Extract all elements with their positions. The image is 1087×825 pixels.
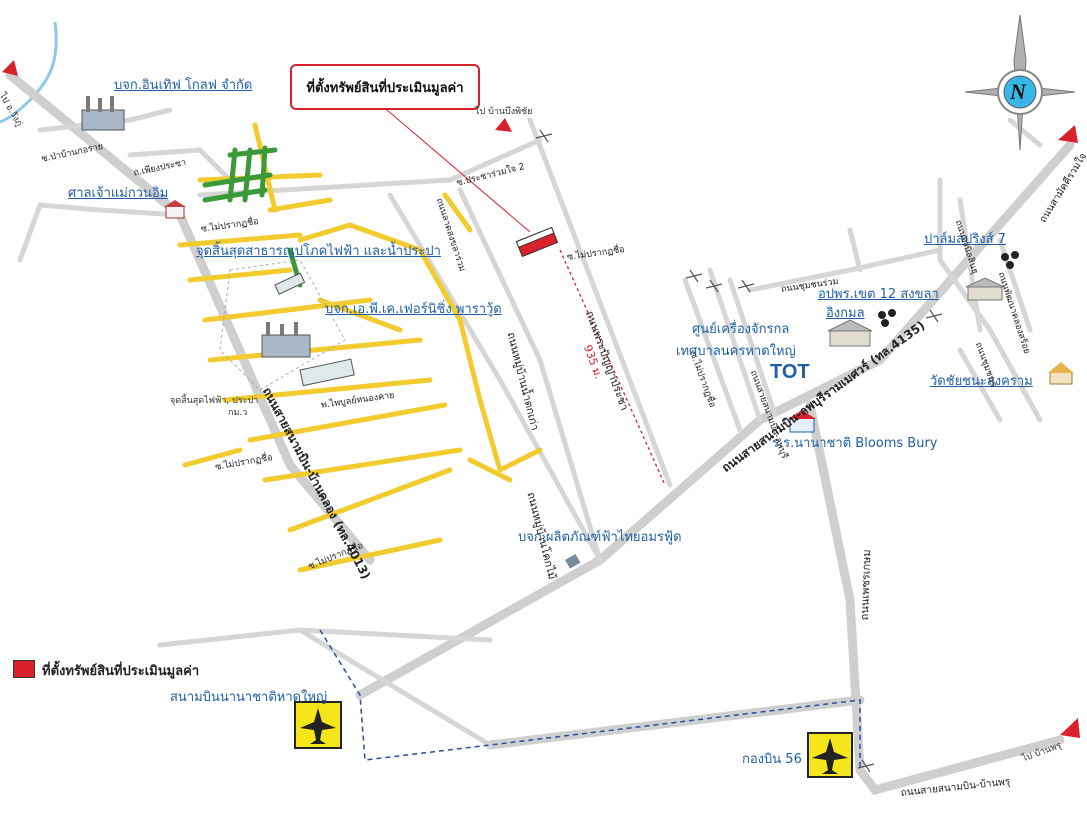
school-icon <box>788 410 816 433</box>
site-marker <box>515 226 559 258</box>
palm-building-icon <box>965 277 1005 301</box>
warehouse-icon <box>274 272 355 387</box>
shrine-icon <box>164 200 186 219</box>
compass-rose <box>964 14 1076 151</box>
site-callout-label: ที่ตั้งทรัพย์สินที่ประเมินมูลค่า <box>306 80 464 96</box>
legend-site-label: ที่ตั้งทรัพย์สินที่ประเมินมูลค่า <box>42 664 200 679</box>
people-icon-ingmon <box>878 309 896 327</box>
label-palm: ปาล์มสปริงส์ 7 <box>924 232 1006 247</box>
factory-icon-intuff <box>81 96 125 131</box>
label-road-kanchanawanit: ถนนเพชรเกษม <box>857 549 874 621</box>
label-food: บจก.ผลิตภัณฑ์ฟ้าไทยอมรฟู้ด <box>518 530 682 545</box>
label-wing56: กองบิน 56 <box>742 752 802 767</box>
label-school: ร.ร.นานาชาติ Blooms Bury <box>772 436 938 451</box>
label-km: กม.ว <box>228 408 248 418</box>
factory-zone <box>219 259 346 391</box>
label-utility-end: จุดสิ้นสุดไฟฟ้า, ประปา <box>170 396 259 406</box>
callout-pointer <box>379 103 531 233</box>
compass-north-letter: N <box>1010 79 1026 104</box>
airport-boundary <box>319 629 861 770</box>
label-ingmon: อิงกมล <box>826 306 865 321</box>
site-callout: ที่ตั้งทรัพย์สินที่ประเมินมูลค่า <box>290 64 480 110</box>
label-machinery-2: เทศบาลนครหาดใหญ่ <box>676 344 796 359</box>
legend-site-swatch <box>13 660 35 678</box>
label-machinery-1: ศูนย์เครื่องจักรกล <box>692 322 790 337</box>
label-intuff: บจก.อินเทิฟ โกลฟ จำกัด <box>114 78 253 93</box>
site-boundary-line <box>559 249 666 486</box>
egat-building-icon <box>827 319 873 347</box>
label-road-to-ban-bueng: ไป บ้านบึงพิชัย <box>475 107 533 117</box>
people-icon-palm <box>1001 251 1019 269</box>
green-roads <box>202 145 303 288</box>
junction-marks <box>535 129 943 773</box>
label-egat: อปพร.เขต 12 สงขลา <box>818 287 939 302</box>
label-wat: วัดชัยชนะสงคราม <box>930 374 1033 389</box>
label-epk: บจก.เอ.พี.เค.เฟอร์นิชิ่ง พาราวู้ด <box>325 302 502 317</box>
label-utility: จุดสิ้นสุดสาธารณูปโภคไฟฟ้า และน้ำประปา <box>196 244 441 259</box>
food-factory-icon <box>565 554 581 569</box>
direction-arrows <box>2 60 1080 738</box>
label-shrine: ศาลเจ้าแม่กวนอิม <box>68 186 169 201</box>
factory-icon-epk <box>261 322 311 358</box>
wat-icon <box>1048 362 1074 385</box>
river <box>0 21 58 124</box>
tot-logo: TOT <box>770 361 810 383</box>
label-airport: สนามบินนานาชาติหาดใหญ่ <box>170 690 328 705</box>
secondary-roads <box>17 107 1043 748</box>
svg-text:TOT: TOT <box>770 361 810 383</box>
airport-icon-main <box>294 701 342 749</box>
airport-icon-wing56 <box>807 732 853 778</box>
